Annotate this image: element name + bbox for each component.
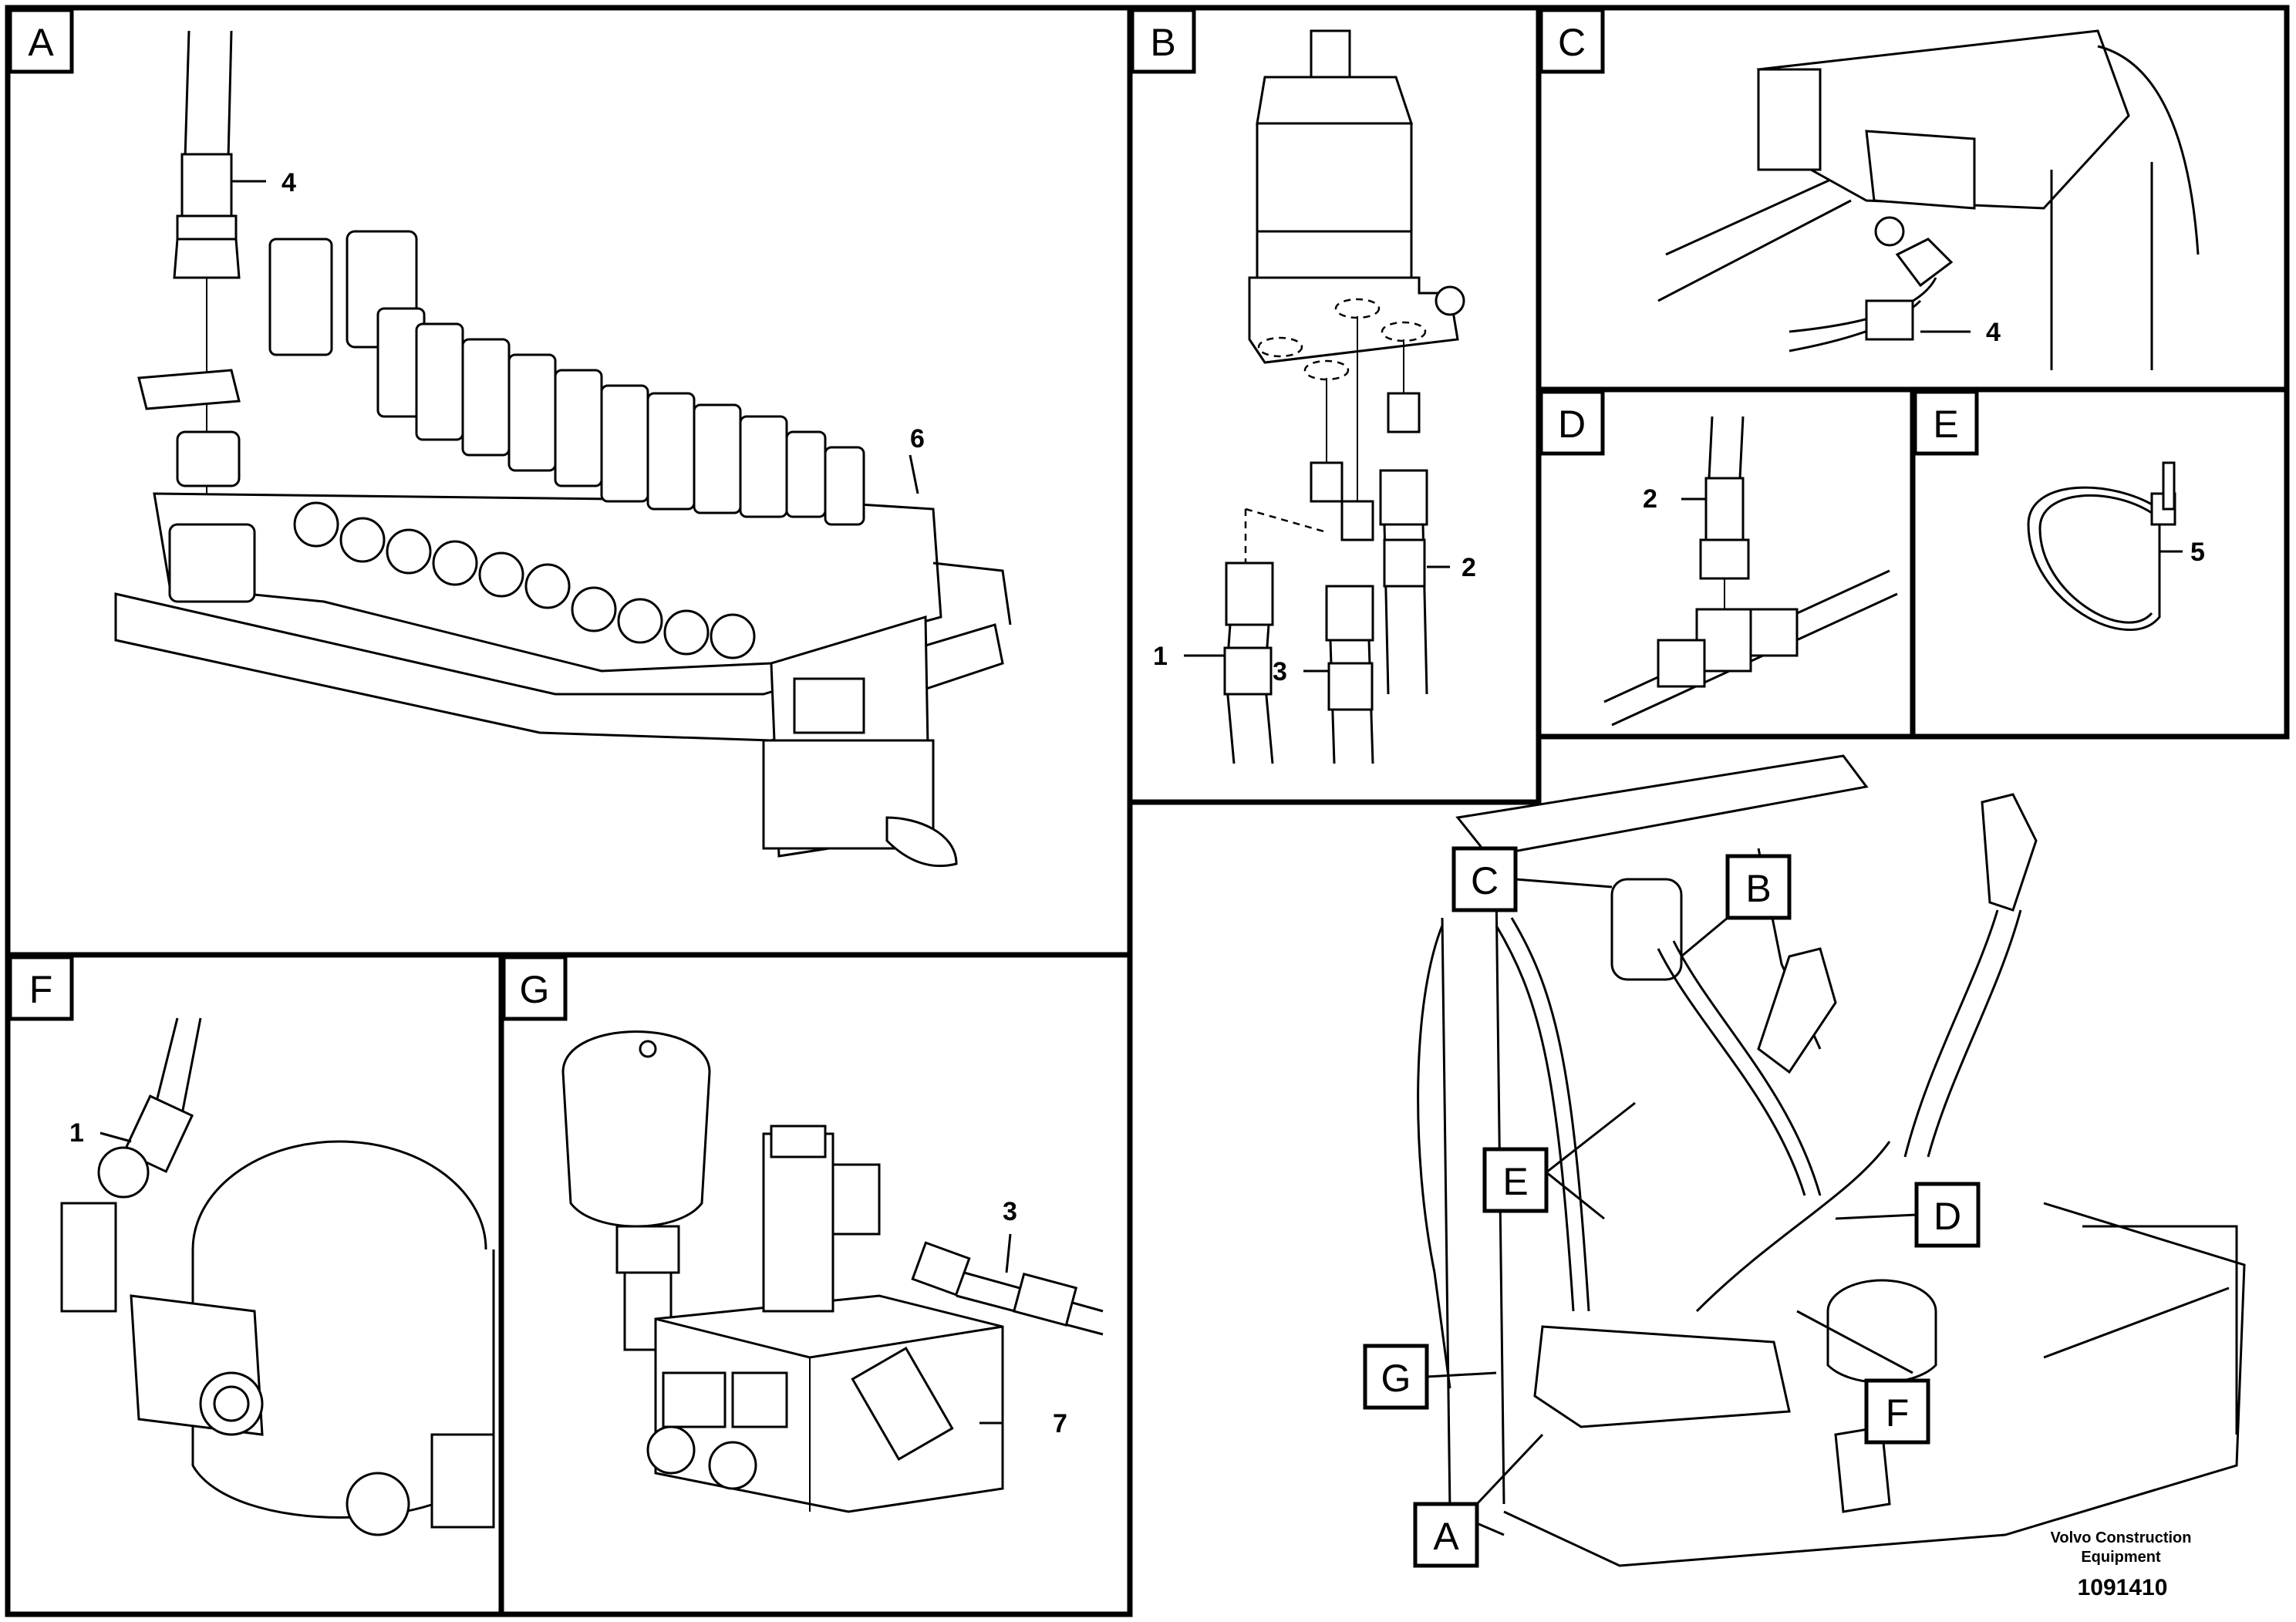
panel-a-illustration xyxy=(114,30,1012,868)
overview-label-d-box xyxy=(1914,1182,1981,1248)
panel-b: B 1 2 3 xyxy=(1127,5,1542,805)
panel-d-letter-box xyxy=(1539,389,1605,456)
overview-label-a: A xyxy=(1433,1515,1459,1558)
panel-g: G 3 7 xyxy=(498,952,1133,1617)
callout-b-hose-2: 2 xyxy=(1462,553,1476,582)
overview-label-b-box xyxy=(1725,854,1792,920)
port-fittings xyxy=(293,501,756,659)
panel-g-letter-box xyxy=(501,955,568,1021)
panel-d: D 2 xyxy=(1536,386,1916,740)
overview-label-a-box xyxy=(1413,1502,1479,1568)
footer: Volvo Construction Equipment 1091410 xyxy=(2051,1529,2192,1600)
panel-a: A 4 6 xyxy=(5,5,1133,958)
panel-f-letter: F xyxy=(29,968,53,1011)
overview-label-f: F xyxy=(1886,1391,1910,1435)
panel-e-letter: E xyxy=(1933,403,1958,446)
footer-company-line2: Equipment xyxy=(2081,1549,2161,1566)
panel-d-illustration xyxy=(1603,416,1898,727)
overview: C B E D G F A xyxy=(1363,754,2246,1568)
callout-g-hose: 3 xyxy=(1003,1197,1017,1226)
overview-label-e-box xyxy=(1482,1147,1549,1213)
callout-g-block: 7 xyxy=(1053,1409,1067,1438)
panel-e: E 5 xyxy=(1910,386,2290,740)
callout-d-hose: 2 xyxy=(1643,484,1657,514)
panel-f-illustration xyxy=(60,1017,495,1536)
panel-g-illustration xyxy=(561,1030,1104,1513)
panel-a-letter: A xyxy=(28,21,54,64)
panel-c: C 4 xyxy=(1536,5,2290,393)
panel-e-letter-box xyxy=(1913,389,1979,456)
callout-b-hose-1: 1 xyxy=(1153,642,1168,671)
panel-b-illustration xyxy=(1184,29,1465,764)
callout-e-tie: 5 xyxy=(2190,538,2205,567)
overview-label-f-box xyxy=(1864,1378,1930,1445)
footer-doc-number: 1091410 xyxy=(2078,1575,2168,1600)
panel-c-illustration xyxy=(1657,29,2200,370)
panel-b-letter-box xyxy=(1130,8,1196,74)
valve-cartridges xyxy=(268,230,865,526)
callout-b-hose-3: 3 xyxy=(1273,657,1287,686)
panel-d-letter: D xyxy=(1558,403,1586,446)
overview-label-b: B xyxy=(1745,867,1771,910)
overview-label-e: E xyxy=(1502,1160,1528,1203)
panel-e-illustration xyxy=(2027,461,2183,632)
callout-c-hose: 4 xyxy=(1986,318,2001,347)
footer-company-line1: Volvo Construction xyxy=(2051,1529,2192,1546)
panel-g-letter: G xyxy=(520,968,550,1011)
callout-f-hose: 1 xyxy=(69,1118,84,1148)
panel-a-letter-box xyxy=(8,8,74,74)
panel-f: F 1 xyxy=(5,952,504,1617)
overview-label-g: G xyxy=(1381,1357,1411,1400)
panel-b-letter: B xyxy=(1150,21,1175,64)
overview-label-c: C xyxy=(1471,859,1499,902)
panel-c-letter-box xyxy=(1539,8,1605,74)
callout-a-hose: 4 xyxy=(282,168,296,197)
overview-label-c-box xyxy=(1451,846,1518,912)
panel-f-letter-box xyxy=(8,955,74,1021)
callout-a-valve: 6 xyxy=(910,424,925,454)
overview-label-g-box xyxy=(1363,1344,1429,1410)
panel-c-letter: C xyxy=(1558,21,1586,64)
overview-label-d: D xyxy=(1934,1195,1961,1238)
